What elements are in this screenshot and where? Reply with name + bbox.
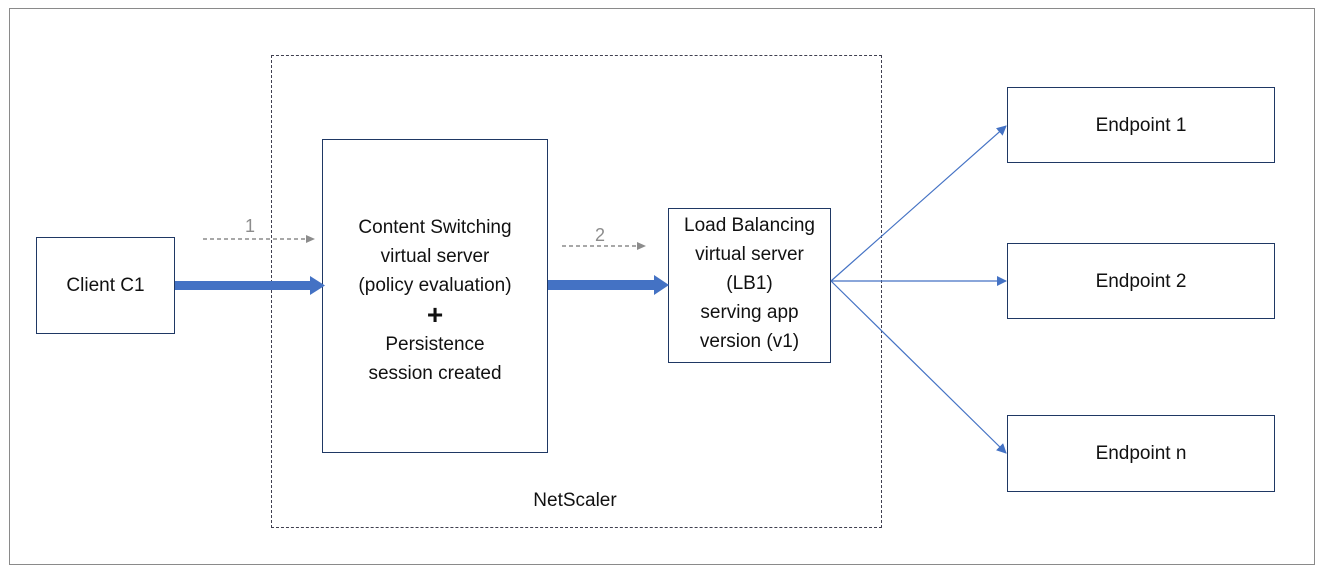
endpoint-2-label: Endpoint 2 [1095,270,1187,292]
cs-line-2: virtual server [380,245,490,267]
plus-sign: + [426,298,444,330]
endpoint-n-box: Endpoint n [1007,415,1275,492]
netscaler-label: NetScaler [533,490,617,511]
lb-line-2: virtual server [695,244,804,265]
endpoint-1-box: Endpoint 1 [1007,87,1275,163]
cs-line-1: Content Switching [358,216,512,238]
client-c1-box: Client C1 [36,237,175,334]
lb-line-5: version (v1) [699,331,800,352]
content-switching-vserver-box: Content Switching virtual server (policy… [322,139,548,453]
lb-line-3: (LB1) [726,273,773,294]
step-1-label: 1 [245,216,256,236]
persistence-line-1: Persistence [385,333,485,355]
lb-line-4: serving app [700,302,799,323]
endpoint-n-label: Endpoint n [1095,443,1187,464]
load-balancing-vserver-box: Load Balancing virtual server (LB1) serv… [668,208,831,363]
client-c1-label: Client C1 [66,275,145,296]
cs-line-3: (policy evaluation) [358,274,512,296]
diagram-frame [9,8,1315,565]
endpoint-1-label: Endpoint 1 [1095,114,1187,136]
lb-line-1: Load Balancing [684,215,815,236]
persistence-line-2: session created [368,362,502,384]
step-2-label: 2 [595,225,606,245]
endpoint-2-box: Endpoint 2 [1007,243,1275,319]
